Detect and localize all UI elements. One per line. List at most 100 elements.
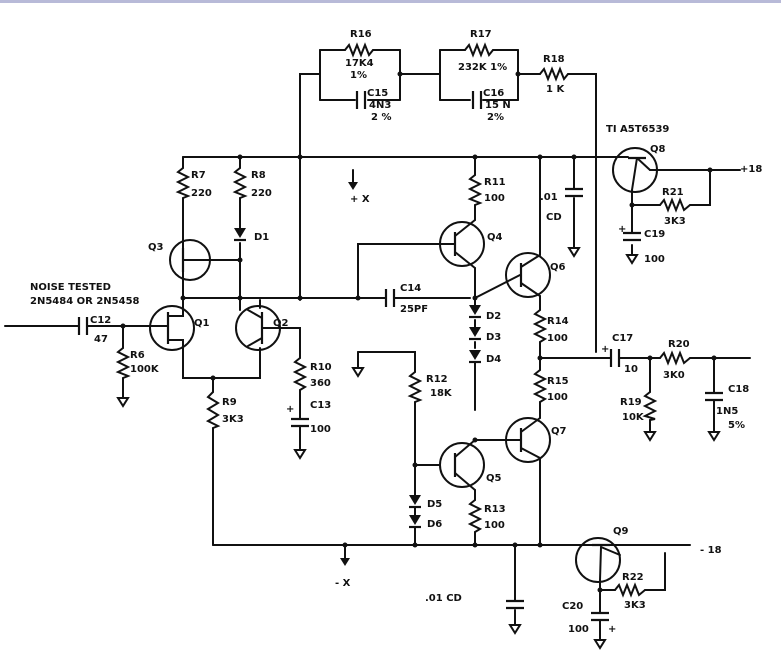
transistor-q7	[505, 417, 551, 463]
resistor-r16	[344, 42, 374, 58]
q4-label: Q4	[487, 232, 503, 243]
c18-value: 1N5	[716, 406, 738, 417]
resistor-r7	[175, 167, 191, 199]
r19-ref: R19	[620, 397, 642, 408]
resistor-r18	[539, 66, 569, 82]
transistor-q4	[439, 219, 485, 269]
c12-ref: C12	[90, 315, 111, 326]
ground-icon	[707, 431, 721, 442]
diode-d5	[409, 495, 421, 509]
r11-value: 100	[484, 193, 505, 204]
d5-label: D5	[427, 499, 442, 510]
resistor-r20	[659, 350, 691, 366]
q5-label: Q5	[486, 473, 502, 484]
r14-ref: R14	[547, 316, 569, 327]
capacitor-c14	[384, 289, 396, 307]
c15-tol: 2 %	[371, 112, 391, 123]
resistor-r14	[532, 309, 548, 343]
ground-icon	[643, 431, 657, 442]
r20-value: 3K0	[663, 370, 685, 381]
supply-negative: - 18	[700, 545, 722, 556]
q8-type: TI A5T6539	[606, 124, 669, 135]
c13-plus: +	[286, 404, 294, 415]
r8-ref: R8	[251, 170, 266, 181]
labels: NOISE TESTED 2N5484 OR 2N5458 R16 17K4 1…	[30, 29, 762, 635]
capacitors	[77, 91, 723, 629]
transistor-q5	[439, 439, 485, 491]
ground-symbols	[116, 169, 721, 650]
cd-top-value: .01	[540, 192, 558, 203]
r16-value: 17K4	[345, 58, 374, 69]
c15-ref: C15	[367, 88, 388, 99]
q7-label: Q7	[551, 426, 567, 437]
diode-d3	[469, 327, 481, 341]
r13-ref: R13	[484, 504, 506, 515]
capacitor-c17	[609, 349, 621, 367]
r21-ref: R21	[662, 187, 684, 198]
c12-value: 47	[94, 334, 108, 345]
resistor-r10	[292, 357, 308, 391]
transistor-q9	[575, 537, 621, 583]
r18-value: 1 K	[546, 84, 565, 95]
ground-icon	[116, 397, 130, 408]
r6-ref: R6	[130, 350, 145, 361]
diode-d1	[234, 228, 246, 242]
resistors	[115, 42, 691, 598]
capacitor-c12	[77, 317, 89, 335]
r6-value: 100K	[130, 364, 160, 375]
c16-tol: 2%	[487, 112, 504, 123]
r17-value: 232K 1%	[458, 62, 507, 73]
ground-icon	[351, 367, 365, 378]
transistor-q8	[612, 147, 658, 193]
capacitor-cd-bottom	[506, 599, 524, 610]
capacitor-c20	[591, 611, 609, 629]
r7-value: 220	[191, 188, 212, 199]
resistor-r13	[467, 499, 483, 533]
r19-value: 10K	[622, 412, 645, 423]
wires	[4, 49, 751, 641]
c16-value: 15 N	[485, 100, 511, 111]
q2-label: Q2	[273, 318, 289, 329]
diode-d4	[469, 350, 481, 373]
diode-d6	[409, 515, 421, 529]
r11-ref: R11	[484, 177, 506, 188]
r8-value: 220	[251, 188, 272, 199]
q1-label: Q1	[194, 318, 210, 329]
resistor-r8	[232, 167, 248, 199]
c18-tol: 5%	[728, 420, 745, 431]
c14-value: 25PF	[400, 304, 428, 315]
resistor-r17	[464, 42, 494, 58]
transistor-q1	[149, 299, 195, 351]
c19-value: 100	[644, 254, 665, 265]
q6-label: Q6	[550, 262, 566, 273]
d6-label: D6	[427, 519, 442, 530]
c20-value: 100	[568, 624, 589, 635]
junction-dots	[120, 71, 717, 593]
c17-plus: +	[601, 344, 609, 355]
transistor-q2	[235, 305, 281, 351]
supply-positive: +18	[740, 164, 762, 175]
window-top-border	[0, 0, 781, 3]
ground-icon	[293, 449, 307, 460]
transistors	[149, 147, 658, 583]
r9-value: 3K3	[222, 414, 244, 425]
c18-ref: C18	[728, 384, 749, 395]
cd-bottom-label: .01 CD	[425, 593, 462, 604]
resistor-r12	[407, 371, 423, 403]
c17-value: 10	[624, 364, 638, 375]
c13-value: 100	[310, 424, 331, 435]
r10-value: 360	[310, 378, 331, 389]
resistor-r9	[205, 391, 221, 429]
capacitor-c13	[291, 417, 309, 451]
resistor-r22	[614, 582, 646, 598]
c17-ref: C17	[612, 333, 633, 344]
r18-ref: R18	[543, 54, 565, 65]
c19-ref: C19	[644, 229, 665, 240]
capacitor-cd-top	[565, 187, 583, 198]
note-line2: 2N5484 OR 2N5458	[30, 296, 140, 307]
r21-value: 3K3	[664, 216, 686, 227]
c20-plus: +	[608, 624, 616, 635]
resistor-r11	[467, 174, 483, 206]
